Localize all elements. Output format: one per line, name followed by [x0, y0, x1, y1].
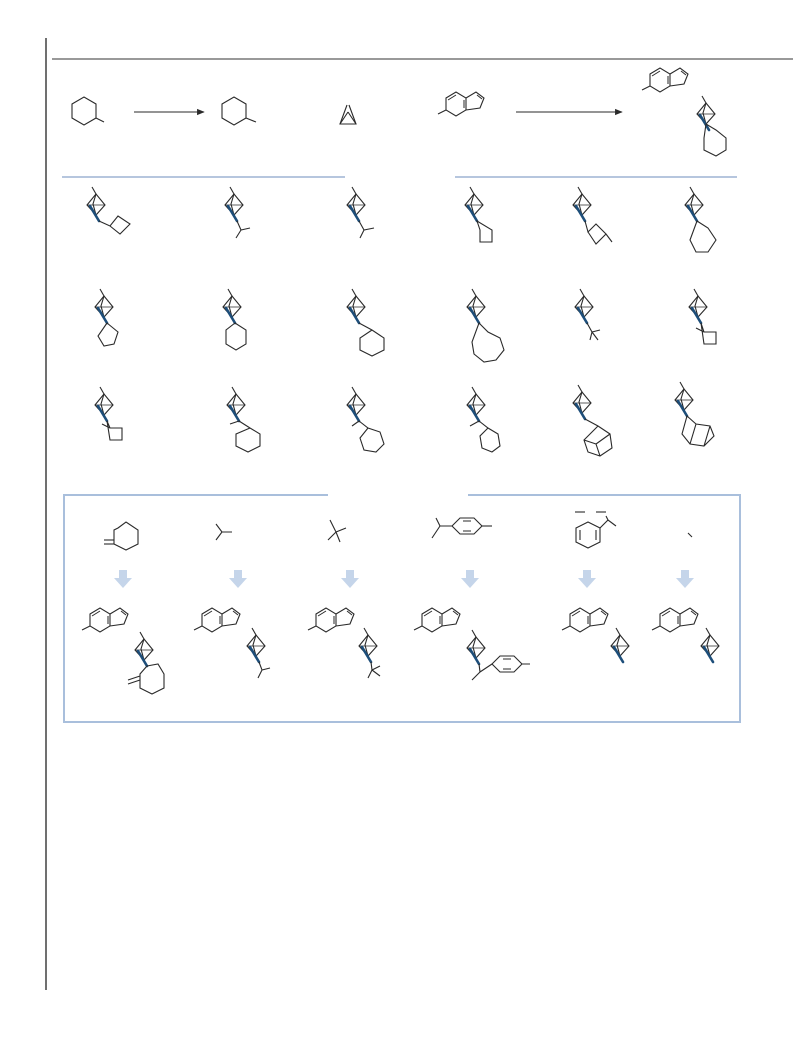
substrate — [431, 517, 492, 539]
down-arrow-icon — [229, 570, 247, 588]
scope-entry — [572, 384, 613, 457]
scope-entry — [226, 386, 261, 453]
substrate — [215, 523, 232, 541]
down-arrow-icon — [676, 570, 694, 588]
scope-entry — [684, 186, 717, 253]
substrate — [687, 532, 693, 538]
product — [651, 607, 720, 664]
scope-entry — [464, 186, 493, 243]
scope-entry — [572, 186, 613, 245]
scope-entry — [346, 386, 385, 453]
intermediate-cyclohexyl — [221, 96, 257, 126]
propellane-reagent — [339, 104, 357, 125]
indole-reagent — [437, 91, 485, 117]
product — [413, 607, 530, 681]
product — [81, 607, 165, 695]
scope-entry — [466, 386, 501, 453]
down-arrow-icon — [114, 570, 132, 588]
scope-entry — [222, 288, 247, 351]
product-indole-bcp-cyclohexyl — [641, 67, 727, 157]
down-arrow-icon — [341, 570, 359, 588]
product — [307, 607, 381, 679]
product — [193, 607, 271, 679]
scope-entry — [674, 381, 715, 447]
application-frame — [63, 494, 741, 723]
scope-entry — [574, 288, 601, 341]
scope-entry — [94, 288, 119, 347]
scope-entry — [688, 288, 717, 345]
scope-entry — [346, 186, 375, 239]
scope-entry — [94, 386, 123, 441]
scope-entry — [346, 288, 385, 357]
substrate — [104, 521, 139, 551]
scope-entry — [86, 186, 131, 235]
substrate — [575, 511, 617, 549]
scope-entry — [224, 186, 251, 239]
down-arrow-icon — [461, 570, 479, 588]
down-arrow-icon — [578, 570, 596, 588]
substrate — [327, 519, 347, 543]
product — [561, 607, 630, 664]
scope-entry — [466, 288, 505, 363]
reactant-cyclohexyl — [71, 96, 105, 126]
